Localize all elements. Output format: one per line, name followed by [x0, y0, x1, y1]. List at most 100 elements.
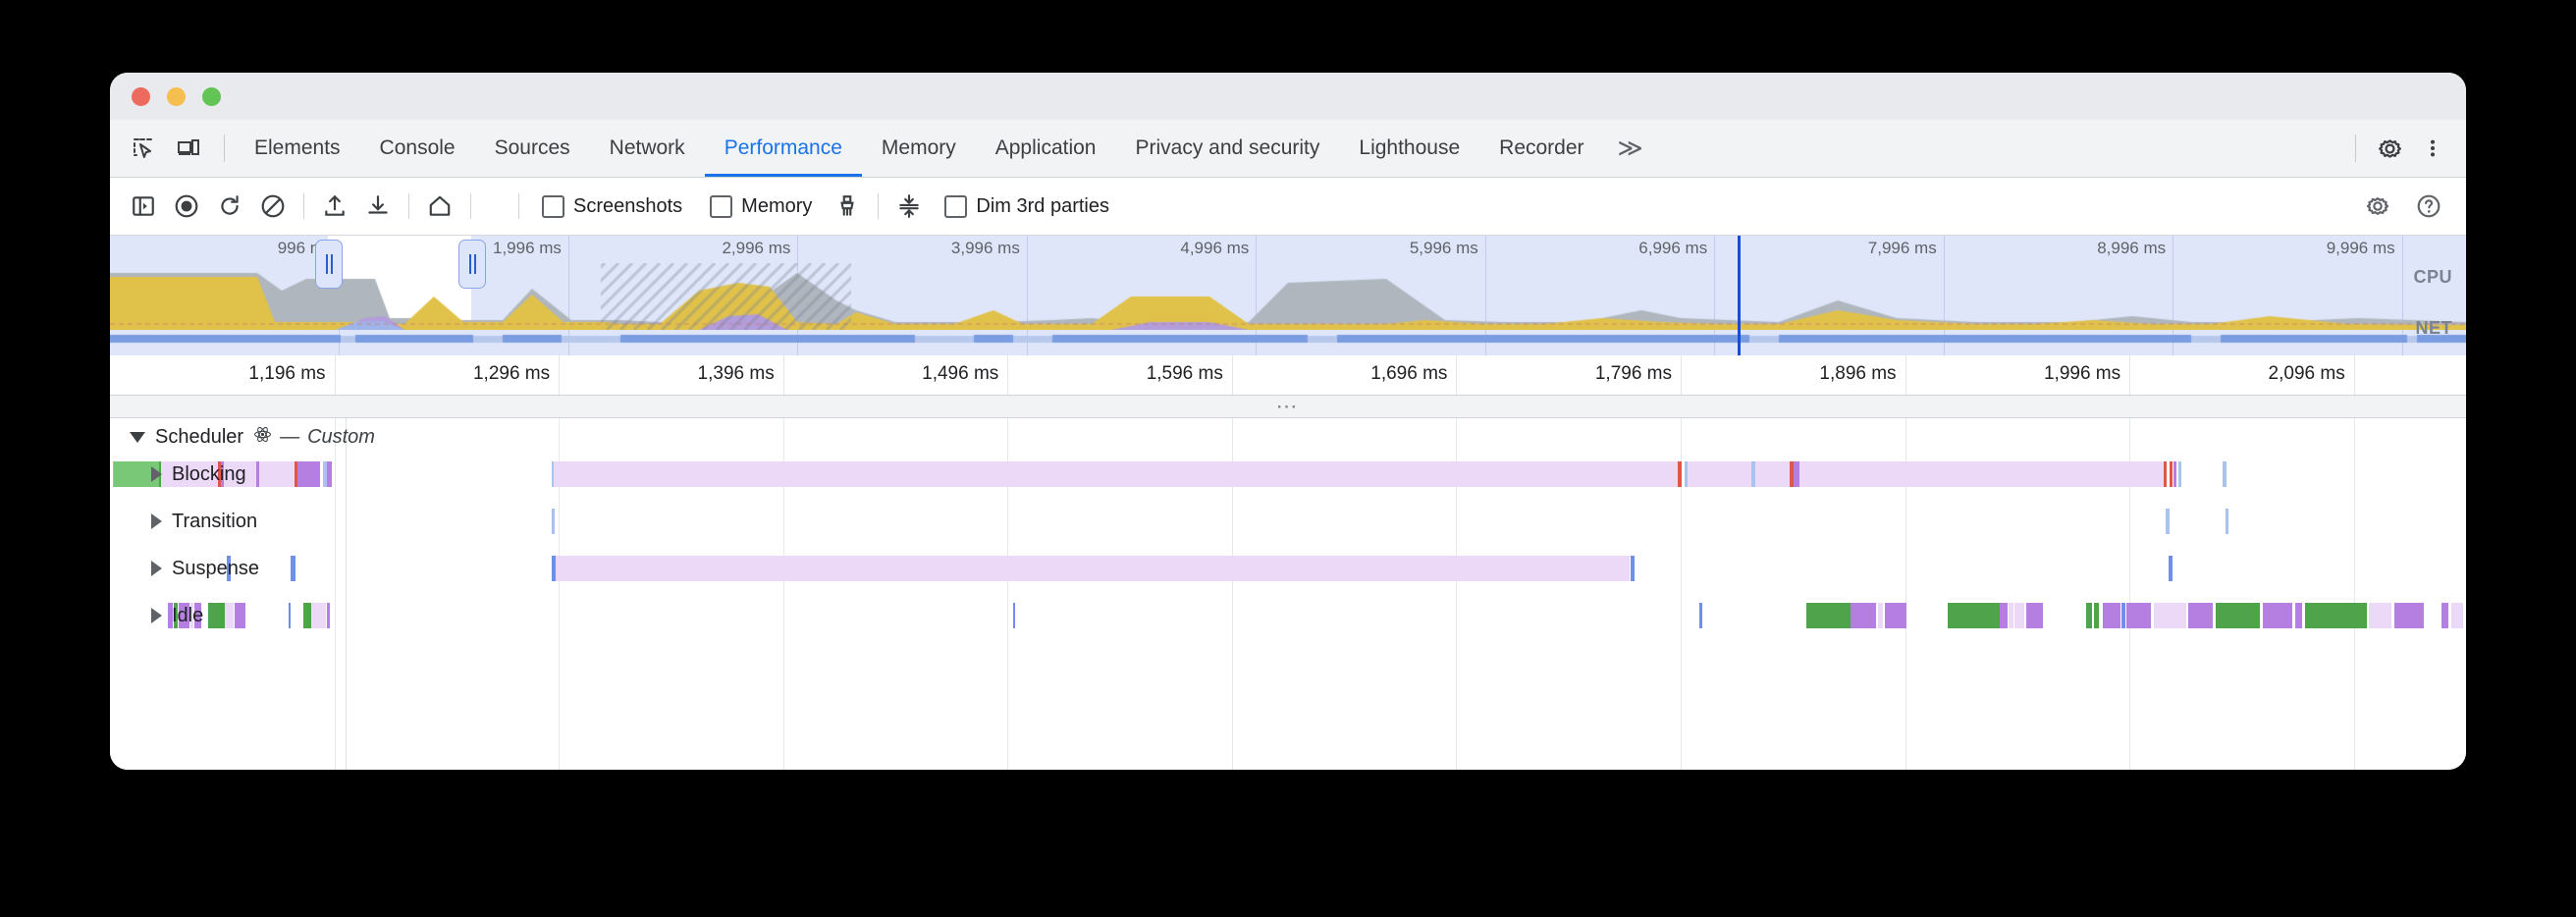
flame-bar[interactable]: [220, 461, 225, 487]
track-row-transition[interactable]: Transition: [110, 503, 257, 540]
clear-button[interactable]: [251, 187, 295, 226]
tab-recorder[interactable]: Recorder: [1499, 136, 1584, 159]
tab-elements[interactable]: Elements: [254, 136, 341, 159]
flame-bar[interactable]: [1806, 603, 1852, 628]
flame-bar[interactable]: [1012, 603, 1016, 628]
garbage-collect-icon[interactable]: [826, 187, 869, 226]
tab-application[interactable]: Application: [994, 136, 1097, 159]
flame-bar[interactable]: [1754, 461, 1791, 487]
track-row-idle[interactable]: Idle: [110, 597, 203, 634]
track-row-suspense[interactable]: Suspense: [110, 550, 259, 587]
flame-bar[interactable]: [2177, 461, 2181, 487]
screenshots-checkbox-box[interactable]: [542, 194, 564, 218]
flame-bar[interactable]: [1688, 461, 1753, 487]
flame-bar[interactable]: [1677, 461, 1682, 487]
chevron-right-icon[interactable]: [151, 513, 162, 529]
flame-bar[interactable]: [296, 461, 303, 487]
flame-bar[interactable]: [2166, 509, 2170, 534]
flame-chart[interactable]: Scheduler — Custom Blocking Transiti: [110, 418, 2466, 770]
flame-bar[interactable]: [234, 603, 246, 628]
flame-bar[interactable]: [554, 461, 1678, 487]
record-button[interactable]: [165, 187, 208, 226]
flame-bar[interactable]: [1794, 461, 1799, 487]
close-window-button[interactable]: [132, 87, 150, 106]
tab-console[interactable]: Console: [379, 136, 456, 159]
flame-bar[interactable]: [2223, 461, 2227, 487]
flame-bar[interactable]: [551, 509, 555, 534]
flame-bar[interactable]: [225, 603, 235, 628]
flame-bar[interactable]: [1630, 556, 1635, 581]
flame-bar[interactable]: [2102, 603, 2120, 628]
flame-bar[interactable]: [2369, 603, 2392, 628]
flame-bar[interactable]: [294, 461, 297, 487]
settings-gear-icon[interactable]: [2370, 131, 2409, 166]
reload-and-record-button[interactable]: [208, 187, 251, 226]
window-controls[interactable]: [132, 87, 221, 106]
tab-performance[interactable]: Performance: [705, 120, 862, 177]
flame-bar[interactable]: [2125, 603, 2152, 628]
flame-bar[interactable]: [179, 603, 190, 628]
more-options-icon[interactable]: [2413, 131, 2452, 166]
settings-gear-icon[interactable]: [2356, 187, 2399, 226]
flame-bar[interactable]: [256, 461, 260, 487]
flame-bar[interactable]: [303, 603, 311, 628]
dim-3rd-parties-checkbox[interactable]: Dim 3rd parties: [931, 194, 1123, 218]
tab-lighthouse[interactable]: Lighthouse: [1359, 136, 1461, 159]
flame-bar[interactable]: [551, 461, 555, 487]
maximize-window-button[interactable]: [202, 87, 221, 106]
flame-bar[interactable]: [168, 603, 173, 628]
flame-bar[interactable]: [2025, 603, 2044, 628]
flame-bar[interactable]: [190, 603, 194, 628]
flame-bar[interactable]: [2262, 603, 2293, 628]
track-row-blocking[interactable]: Blocking: [110, 456, 246, 493]
flame-bar[interactable]: [323, 461, 327, 487]
flame-bar[interactable]: [1699, 603, 1702, 628]
toggle-sidebar-button[interactable]: [122, 187, 165, 226]
flame-bar[interactable]: [2094, 603, 2100, 628]
flame-bar[interactable]: [326, 461, 333, 487]
chevron-down-icon[interactable]: [130, 431, 145, 443]
chevron-right-icon[interactable]: [151, 561, 162, 576]
tab-memory[interactable]: Memory: [881, 136, 956, 159]
flame-bar[interactable]: [174, 603, 179, 628]
memory-checkbox-box[interactable]: [710, 194, 733, 218]
panel-resize-handle[interactable]: ⋯: [110, 394, 2466, 418]
flame-bar[interactable]: [2014, 603, 2025, 628]
flame-bar[interactable]: [259, 461, 295, 487]
tab-sources[interactable]: Sources: [494, 136, 570, 159]
flame-bar[interactable]: [207, 603, 226, 628]
flame-bar[interactable]: [1878, 603, 1884, 628]
flame-bar[interactable]: [288, 603, 292, 628]
flame-bar[interactable]: [2008, 603, 2013, 628]
flame-bar[interactable]: [311, 603, 327, 628]
flame-bar[interactable]: [302, 461, 320, 487]
flame-bar[interactable]: [112, 461, 116, 487]
flame-bar[interactable]: [2225, 509, 2229, 534]
more-tabs-icon[interactable]: ≫: [1617, 135, 1643, 162]
flame-bar[interactable]: [2170, 461, 2174, 487]
flame-bar[interactable]: [160, 461, 218, 487]
help-icon[interactable]: [2407, 187, 2450, 226]
flame-bar[interactable]: [1798, 461, 2165, 487]
flame-bar[interactable]: [2188, 603, 2214, 628]
flame-bar[interactable]: [2173, 461, 2177, 487]
flame-bar[interactable]: [291, 556, 296, 581]
screenshots-checkbox[interactable]: Screenshots: [528, 194, 696, 218]
flame-bar[interactable]: [326, 603, 331, 628]
flame-bar[interactable]: [193, 603, 202, 628]
tab-network[interactable]: Network: [609, 136, 685, 159]
device-toolbar-icon[interactable]: [169, 131, 208, 166]
flame-bar[interactable]: [1851, 603, 1876, 628]
flame-bar[interactable]: [1751, 461, 1755, 487]
flame-bar[interactable]: [2215, 603, 2261, 628]
flame-bar[interactable]: [217, 461, 221, 487]
dim-3rd-parties-checkbox-box[interactable]: [944, 194, 968, 218]
flame-bar[interactable]: [2153, 603, 2186, 628]
flame-bar[interactable]: [2168, 556, 2173, 581]
memory-checkbox[interactable]: Memory: [696, 194, 826, 218]
flame-bar[interactable]: [226, 556, 231, 581]
flame-bar[interactable]: [114, 461, 159, 487]
flame-bar[interactable]: [1948, 603, 2001, 628]
capture-settings-icon[interactable]: [887, 187, 931, 226]
